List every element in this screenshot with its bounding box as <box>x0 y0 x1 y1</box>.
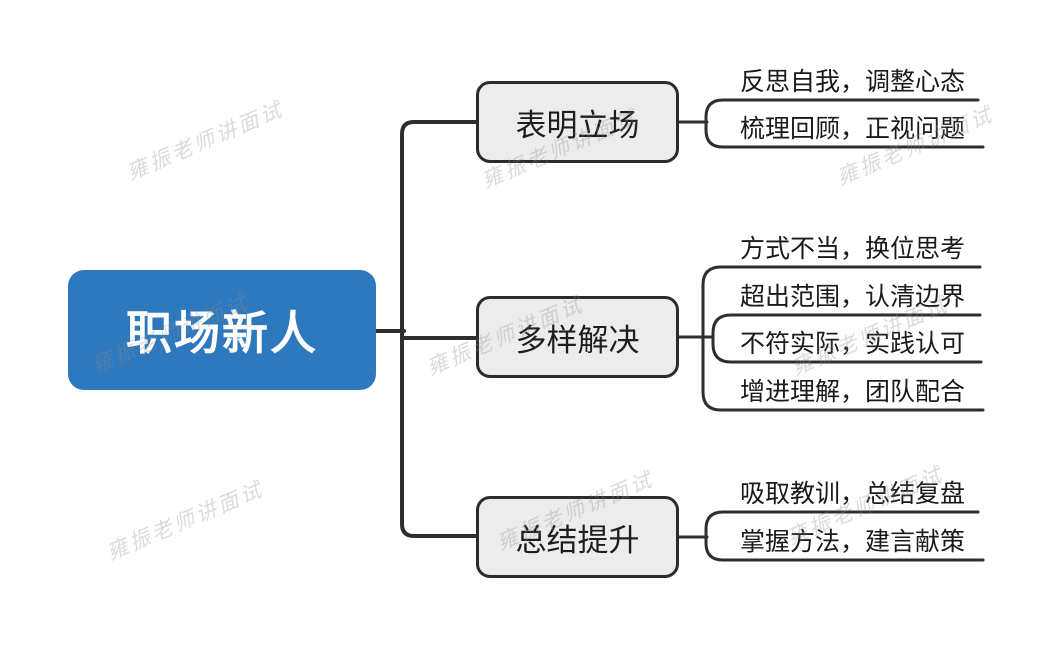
root-topic-node[interactable]: 职场新人 <box>68 270 376 390</box>
leaf-node[interactable]: 方式不当，换位思考 <box>740 235 966 263</box>
branch1-leaf-bracket <box>704 98 985 149</box>
branch-node-summary-improve[interactable]: 总结提升 <box>476 496 679 578</box>
trunk-line <box>400 120 479 538</box>
leaf-node[interactable]: 增进理解，团队配合 <box>740 378 966 406</box>
branch-node-state-position[interactable]: 表明立场 <box>476 81 679 163</box>
branch3-leaf-bracket <box>704 510 985 562</box>
branch2-outer-bracket <box>701 265 985 412</box>
leaf-node[interactable]: 梳理回顾，正视问题 <box>740 115 966 143</box>
leaf-node[interactable]: 吸取教训，总结复盘 <box>740 480 966 508</box>
branch2-inner-bracket <box>711 313 983 364</box>
branch-node-diverse-solutions[interactable]: 多样解决 <box>476 296 679 378</box>
leaf-node[interactable]: 不符实际，实践认可 <box>740 330 966 358</box>
leaf-node[interactable]: 反思自我，调整心态 <box>740 68 966 96</box>
leaf-node[interactable]: 掌握方法，建言献策 <box>740 528 966 556</box>
leaf-node[interactable]: 超出范围，认清边界 <box>740 283 966 311</box>
